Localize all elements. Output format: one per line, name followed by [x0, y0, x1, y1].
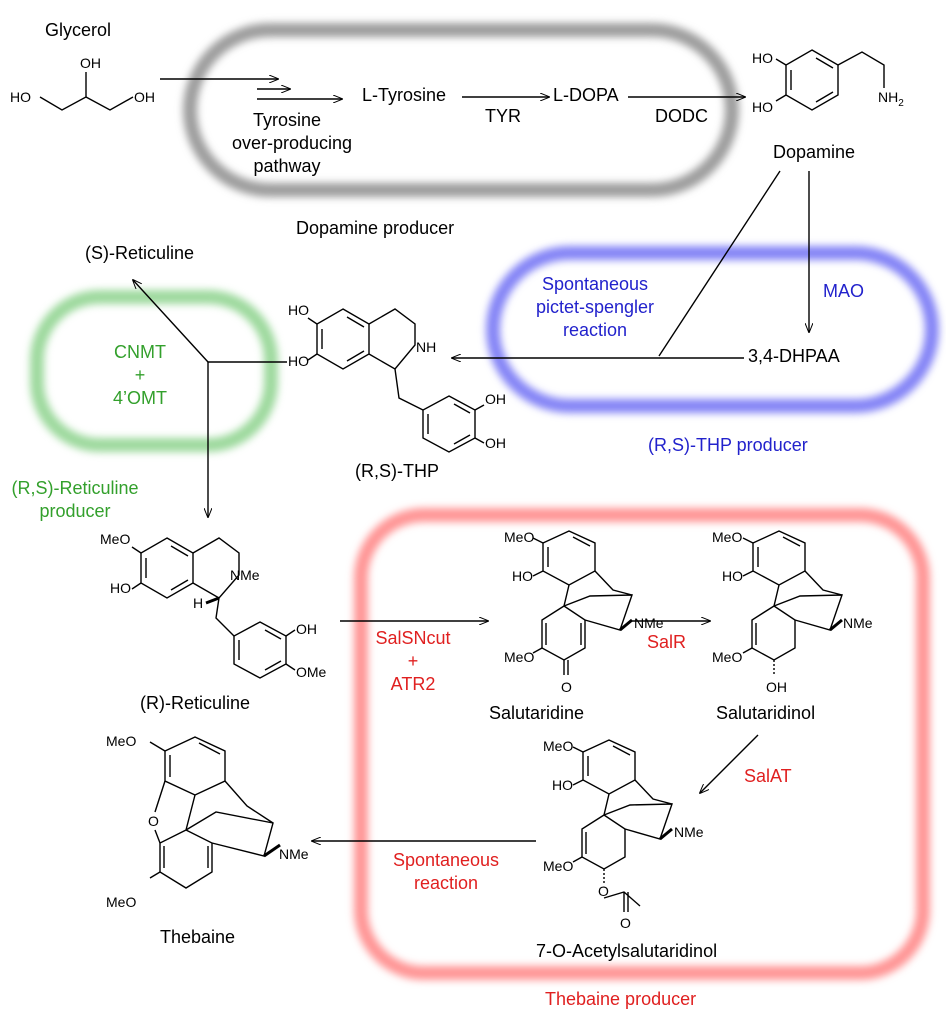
dodc-enzyme-label: DODC	[655, 106, 708, 126]
r-reticuline-structure	[131, 537, 296, 679]
reticuline-h-label: H	[193, 595, 203, 611]
thebaine-nme-label: NMe	[279, 846, 309, 862]
glycerol-structure	[39, 72, 134, 111]
salutaridine-ho-label: HO	[512, 568, 533, 584]
reticuline-ho-label: HO	[110, 580, 131, 596]
omt-label: 4’OMT	[113, 388, 167, 408]
dopamine-ho-bottom-label: HO	[752, 99, 773, 115]
salutaridine-label: Salutaridine	[489, 703, 585, 723]
tyrosine-pathway-label: Tyrosine over-producing pathway	[232, 109, 353, 178]
reticuline-producer-title: (R,S)-Reticuline producer	[11, 478, 139, 521]
dopamine-ho-top-label: HO	[752, 50, 773, 66]
salsncut-label: SalSNcut	[375, 628, 451, 648]
reticuline-nme-label: NMe	[230, 567, 260, 583]
acetyl-meo2-label: MeO	[543, 858, 573, 874]
dopamine-producer-title: Dopamine producer	[296, 218, 455, 238]
thp-oh-top-label: OH	[485, 391, 506, 407]
salutaridinol-meo2-label: MeO	[712, 649, 742, 665]
thp-oh-bottom-label: OH	[485, 435, 506, 451]
atom-labels: HO OH OH HO HO NH2 HO HO NH OH OH MeO HO…	[10, 50, 904, 931]
thp-ho-bottom-label: HO	[288, 353, 309, 369]
glycerol-label: Glycerol	[45, 20, 112, 40]
plus-sign-1: +	[134, 365, 146, 385]
thp-label: (R,S)-THP	[355, 461, 439, 481]
pictet-spengler-label: Spontaneous pictet-spengler reaction	[525, 273, 665, 342]
dopa-label: L-DOPA	[553, 85, 619, 105]
acetylsalutaridinol-label: 7-O-Acetylsalutaridinol	[536, 941, 718, 961]
thebaine-meo-label: MeO	[106, 733, 136, 749]
dopamine-structure	[775, 49, 885, 111]
dhpaa-label: 3,4-DHPAA	[748, 346, 840, 366]
s-reticuline-label: (S)-Reticuline	[85, 243, 195, 263]
thebaine-producer-title: Thebaine producer	[545, 989, 697, 1009]
salutaridine-structure	[532, 530, 633, 675]
salutaridinol-ho-label: HO	[722, 568, 743, 584]
thebaine-meo2-label: MeO	[106, 894, 136, 910]
reaction-arrows	[133, 79, 809, 841]
mao-enzyme-label: MAO	[823, 281, 865, 301]
thp-ho-top-label: HO	[288, 302, 309, 318]
pictet-line-3: reaction	[562, 320, 628, 340]
acetylsalutaridinol-structure	[572, 739, 673, 912]
pictet-line-2: pictet-spengler	[535, 297, 655, 317]
plus-sign-2: +	[407, 651, 419, 671]
pictet-line-1: Spontaneous	[541, 274, 649, 294]
atr2-label: ATR2	[390, 674, 436, 694]
tyrosine-label: L-Tyrosine	[362, 85, 447, 105]
thp-producer-title: (R,S)-THP producer	[648, 435, 808, 455]
thebaine-o-label: O	[148, 813, 159, 829]
thp-structure	[307, 308, 485, 453]
thebaine-structure	[149, 736, 281, 889]
salutaridine-meo2-label: MeO	[504, 649, 534, 665]
thebaine-producer-module	[354, 508, 930, 980]
salutaridinol-label: Salutaridinol	[716, 703, 816, 723]
spont-line-2: reaction	[413, 873, 479, 893]
salat-enzyme-label: SalAT	[744, 766, 792, 786]
salutaridine-o-label: O	[561, 679, 572, 695]
pathway-line-3: pathway	[253, 156, 321, 176]
salutaridinol-oh-label: OH	[766, 679, 787, 695]
thp-nh-label: NH	[416, 339, 436, 355]
salutaridinol-structure	[742, 530, 843, 676]
reticuline-meo-label: MeO	[100, 531, 130, 547]
acetyl-ho-label: HO	[552, 777, 573, 793]
acetyl-o-label: O	[598, 883, 609, 899]
salutaridinol-meo-label: MeO	[712, 529, 742, 545]
reticuline-ome-label: OMe	[296, 664, 327, 680]
glycerol-ho-label: HO	[10, 89, 31, 105]
pathway-line-2: over-producing	[232, 133, 353, 153]
salutaridinol-nme-label: NMe	[843, 615, 873, 631]
salsncut-atr2-label: SalSNcut + ATR2	[368, 627, 458, 696]
spont-line-1: Spontaneous	[392, 850, 500, 870]
r-reticuline-label: (R)-Reticuline	[140, 693, 251, 713]
dopamine-nh2-label: NH2	[878, 89, 904, 109]
glycerol-oh-right-label: OH	[134, 89, 155, 105]
reticuline-oh-label: OH	[296, 621, 317, 637]
pathway-line-1: Tyrosine	[252, 110, 322, 130]
acetyl-carbonyl-o-label: O	[620, 915, 631, 931]
tyr-enzyme-label: TYR	[485, 106, 521, 126]
cnmt-omt-label: CNMT + 4’OMT	[105, 341, 175, 410]
thebaine-label: Thebaine	[160, 927, 236, 947]
cnmt-label: CNMT	[114, 342, 166, 362]
spontaneous-reaction-label: Spontaneous reaction	[386, 849, 506, 895]
acetyl-meo-label: MeO	[543, 738, 573, 754]
dopamine-label: Dopamine	[773, 142, 856, 162]
salr-enzyme-label: SalR	[647, 632, 687, 652]
salutaridine-meo-label: MeO	[504, 529, 534, 545]
acetyl-nme-label: NMe	[674, 824, 704, 840]
glycerol-oh-top-label: OH	[80, 55, 101, 71]
salutaridine-nme-label: NMe	[634, 615, 664, 631]
